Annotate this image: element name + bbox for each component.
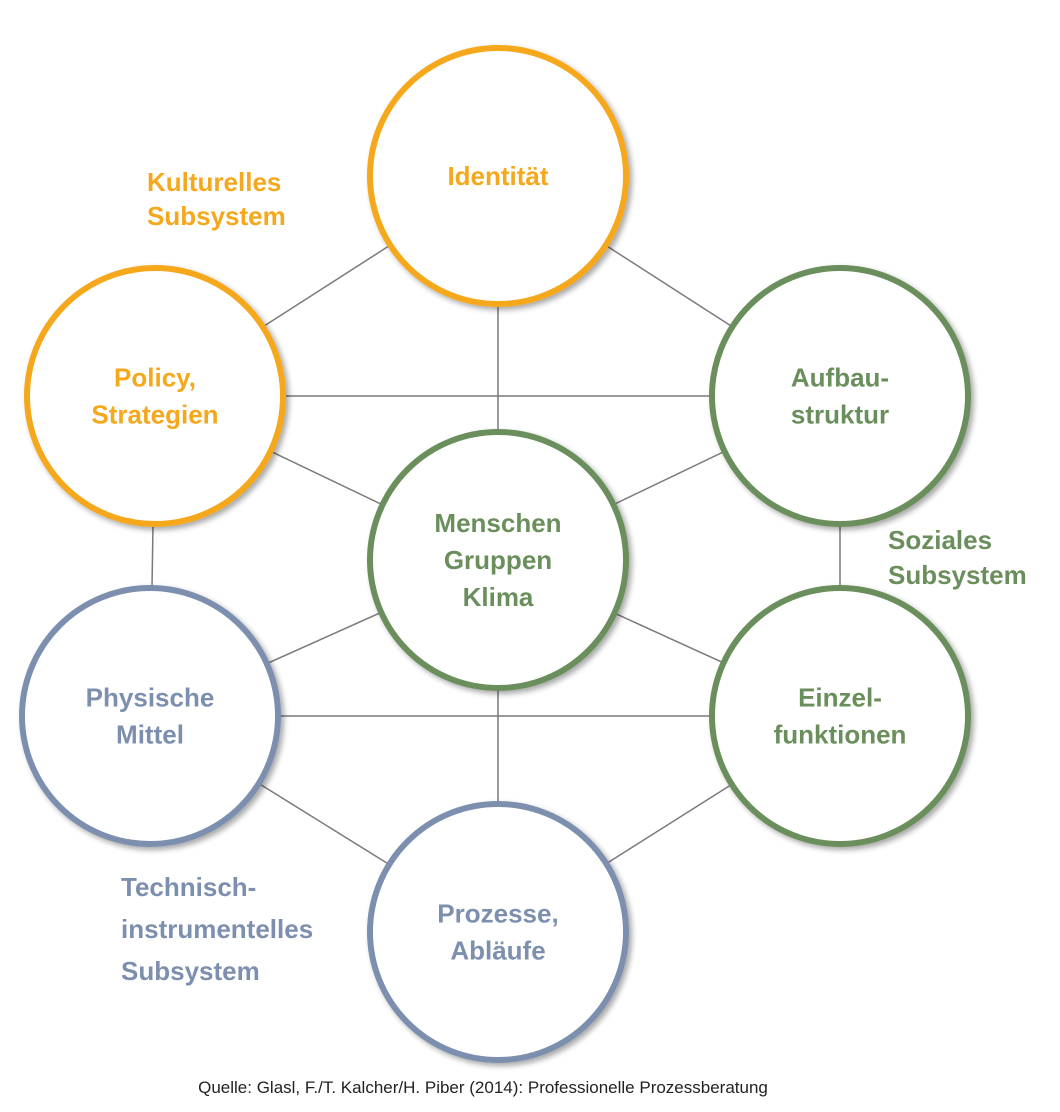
node-circle	[367, 45, 629, 307]
node-prozesse: Prozesse,Abläufe	[367, 801, 629, 1063]
node-label: Aufbau-struktur	[791, 363, 889, 430]
node-label: Identität	[447, 161, 548, 191]
node-aufbau: Aufbau-struktur	[709, 265, 971, 527]
node-einzel: Einzel-funktionen	[709, 585, 971, 847]
node-circle	[24, 265, 286, 527]
node-circle	[709, 585, 971, 847]
node-circle	[709, 265, 971, 527]
node-identitaet: Identität	[367, 45, 629, 307]
node-circle	[367, 801, 629, 1063]
node-label: Prozesse,Abläufe	[437, 899, 558, 966]
node-circle	[367, 429, 629, 691]
node-label: Policy,Strategien	[91, 363, 218, 430]
source-citation: Quelle: Glasl, F./T. Kalcher/H. Piber (2…	[198, 1078, 768, 1097]
node-circle	[19, 585, 281, 847]
node-policy: Policy,Strategien	[24, 265, 286, 527]
node-label: Einzel-funktionen	[774, 683, 907, 750]
